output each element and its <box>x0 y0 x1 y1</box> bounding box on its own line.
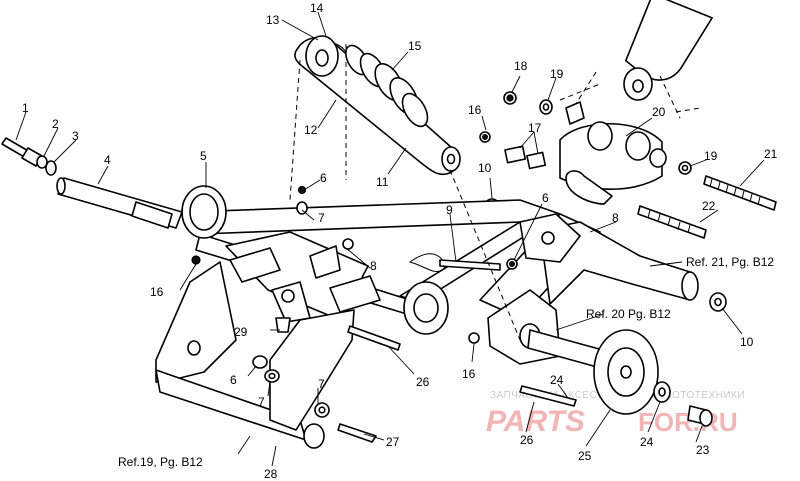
ref-21-note: Ref. 21, Pg. B12 <box>686 255 774 269</box>
callout-21: 21 <box>764 147 778 161</box>
callout-14: 14 <box>310 1 324 15</box>
ref-19-note: Ref.19, Pg. B12 <box>118 455 203 469</box>
callout-10-lower: 10 <box>740 335 754 349</box>
watermark-brand-right: FOR.RU <box>638 407 738 437</box>
callout-19-right: 19 <box>704 149 718 163</box>
ref-20-note: Ref. 20 Pg. B12 <box>586 307 671 321</box>
callout-13: 13 <box>266 13 280 27</box>
callout-2: 2 <box>52 117 59 131</box>
callout-8-left: 8 <box>370 259 377 273</box>
callout-26-upper: 26 <box>416 375 430 389</box>
callout-labels: 1 2 3 4 5 6 7 8 9 10 11 12 13 14 15 16 1… <box>22 1 778 481</box>
callout-7-upper: 7 <box>318 211 325 225</box>
callout-29: 29 <box>234 325 248 339</box>
callout-15: 15 <box>408 39 422 53</box>
callout-8-right: 8 <box>612 211 619 225</box>
callout-18: 18 <box>514 59 528 73</box>
rear-link-assembly <box>155 261 401 449</box>
shock-absorber <box>294 35 461 176</box>
idler-wheel-assembly <box>468 289 727 427</box>
callout-7-right: 7 <box>318 377 325 391</box>
callout-11: 11 <box>376 175 389 189</box>
callout-16-lower: 16 <box>462 367 476 381</box>
callout-16-upper: 16 <box>468 103 482 117</box>
callout-4: 4 <box>104 153 111 167</box>
callout-1: 1 <box>22 101 29 115</box>
front-axle <box>1 137 201 265</box>
reference-notes: Ref. 21, Pg. B12 Ref. 20 Pg. B12 Ref.19,… <box>118 255 774 469</box>
callout-27: 27 <box>386 435 400 449</box>
upper-mount-parts <box>479 0 777 239</box>
callout-25: 25 <box>578 449 592 463</box>
callout-16-left: 16 <box>150 285 164 299</box>
callout-20: 20 <box>652 105 666 119</box>
callout-23: 23 <box>696 443 710 457</box>
leader-lines <box>15 11 765 467</box>
callout-7-lower: 7 <box>258 395 265 409</box>
callout-10-upper: 10 <box>478 161 492 175</box>
callout-5: 5 <box>200 149 207 163</box>
callout-22: 22 <box>702 199 716 213</box>
callout-6-lower: 6 <box>230 373 237 387</box>
callout-6-right: 6 <box>542 191 549 205</box>
callout-12: 12 <box>304 123 318 137</box>
callout-9: 9 <box>446 203 453 217</box>
callout-28: 28 <box>264 467 278 481</box>
callout-3: 3 <box>72 129 79 143</box>
assembly-lines <box>289 44 521 341</box>
callout-26-lower: 26 <box>520 433 534 447</box>
watermark-brand-left: PARTS <box>486 405 585 438</box>
callout-19-upper: 19 <box>550 67 564 81</box>
callout-24-upper: 24 <box>550 373 564 387</box>
callout-24-lower: 24 <box>640 435 654 449</box>
swing-arm-frame <box>181 185 699 335</box>
callout-17: 17 <box>528 121 542 135</box>
callout-6-upper: 6 <box>320 171 327 185</box>
